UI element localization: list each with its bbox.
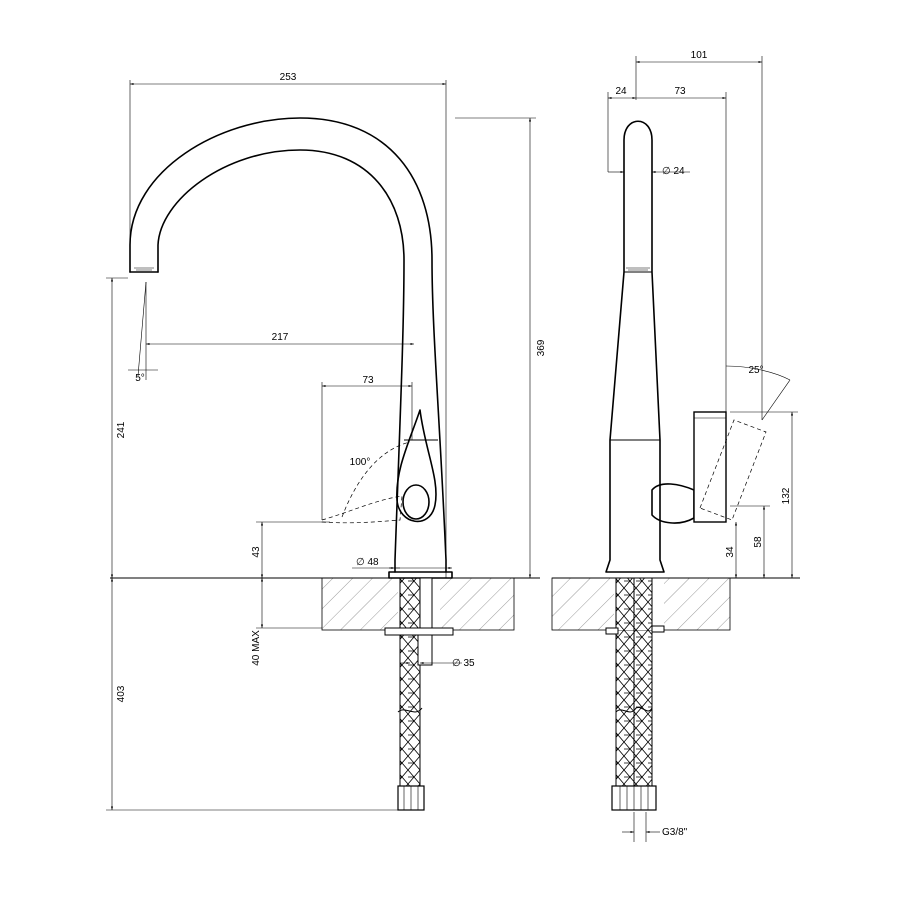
dim-spout-reach: 217 <box>272 332 289 343</box>
dim-max-deck: 40 MAX <box>251 630 262 666</box>
dim-lever-rotation: 100° <box>350 457 371 468</box>
side-faucet-body <box>605 120 767 579</box>
side-dimension-labels: 101 24 73 ∅ 24 25° 132 58 34 G3/8" <box>615 50 792 838</box>
dim-lever-height-total: 132 <box>781 487 792 504</box>
side-countertop <box>551 577 800 631</box>
front-faucet-body <box>129 117 453 579</box>
dim-hose-thread: G3/8" <box>662 827 688 838</box>
front-dimensions <box>106 80 536 811</box>
dim-spout-diameter: ∅ 24 <box>662 166 685 177</box>
side-hoses <box>605 577 665 811</box>
front-countertop <box>110 577 540 631</box>
dim-lever-height-mid: 58 <box>753 536 764 548</box>
dim-height-total: 369 <box>536 339 547 356</box>
dim-base-diameter: ∅ 48 <box>356 557 379 568</box>
dim-hose-length: 403 <box>116 685 127 702</box>
dim-spout-offset: 24 <box>615 86 627 97</box>
front-view: 253 369 241 217 5° 73 100° 43 ∅ 48 40 MA… <box>106 72 547 811</box>
dim-lever-depth: 73 <box>674 86 686 97</box>
front-dimension-labels: 253 369 241 217 5° 73 100° 43 ∅ 48 40 MA… <box>116 72 547 702</box>
dim-spout-height: 241 <box>116 421 127 438</box>
dim-depth-total: 101 <box>691 50 708 61</box>
dim-width-total: 253 <box>280 72 297 83</box>
dim-lever-height: 43 <box>251 546 262 558</box>
dim-lever-reach: 73 <box>362 375 374 386</box>
side-dimensions <box>607 56 798 842</box>
dim-lever-tilt: 25° <box>748 365 763 376</box>
front-hoses <box>384 577 454 811</box>
dim-spout-angle: 5° <box>135 373 145 384</box>
dim-lever-height-low: 34 <box>725 546 736 558</box>
dim-shank-diameter: ∅ 35 <box>452 658 475 669</box>
side-view: 101 24 73 ∅ 24 25° 132 58 34 G3/8" <box>551 50 800 842</box>
